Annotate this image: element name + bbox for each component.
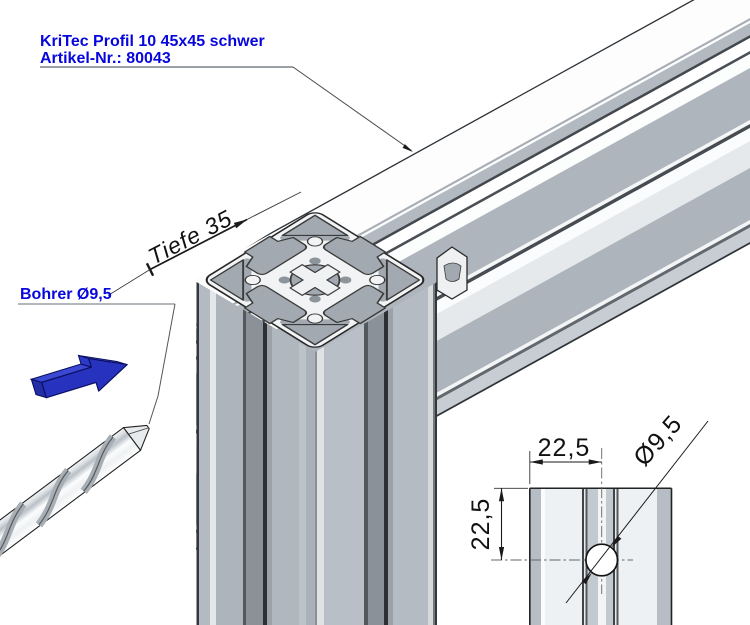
drill-label-text: Bohrer Ø9,5 xyxy=(20,286,112,303)
detail-dim-horizontal-text: 22,5 xyxy=(538,434,591,462)
hole-diameter-text: Ø9,5 xyxy=(628,410,688,472)
product-label-leader-arrow xyxy=(402,144,413,152)
drill-body xyxy=(0,426,142,562)
corner-cavity-holes xyxy=(209,214,421,346)
beam-end-fragment xyxy=(436,246,468,300)
depth-dimension-text: Tiefe 35 xyxy=(144,205,237,270)
detail-dimension-vertical: 22,5 xyxy=(467,487,528,560)
web-pockets xyxy=(278,257,352,303)
t-slot-holes xyxy=(243,235,387,325)
drill-label-leader-line xyxy=(148,303,176,425)
product-label-callout: KriTec Profil 10 45x45 schwer Artikel-Nr… xyxy=(40,33,413,152)
depth-dimension-arrow xyxy=(233,219,247,229)
detail-view: 22,5 22,5 Ø9,5 xyxy=(467,410,709,625)
detail-profile-face xyxy=(528,487,673,625)
depth-extension-line-right xyxy=(246,191,302,220)
center-bore xyxy=(289,264,341,296)
depth-extension-line-left xyxy=(107,269,151,296)
detail-dimension-horizontal: 22,5 xyxy=(529,434,602,484)
direction-arrow-3d xyxy=(29,354,128,399)
product-label-line1: KriTec Profil 10 45x45 schwer xyxy=(40,33,265,50)
drill-label-callout: Bohrer Ø9,5 xyxy=(18,286,176,425)
detail-dim-vertical-text: 22,5 xyxy=(467,498,495,551)
drill-flutes xyxy=(0,434,117,561)
cross-section-face xyxy=(205,212,425,348)
product-label-line2: Artikel-Nr.: 80043 xyxy=(40,50,171,67)
product-label-leader-line xyxy=(292,66,412,151)
depth-dimension-line xyxy=(149,218,248,271)
drill-bit xyxy=(0,424,150,562)
